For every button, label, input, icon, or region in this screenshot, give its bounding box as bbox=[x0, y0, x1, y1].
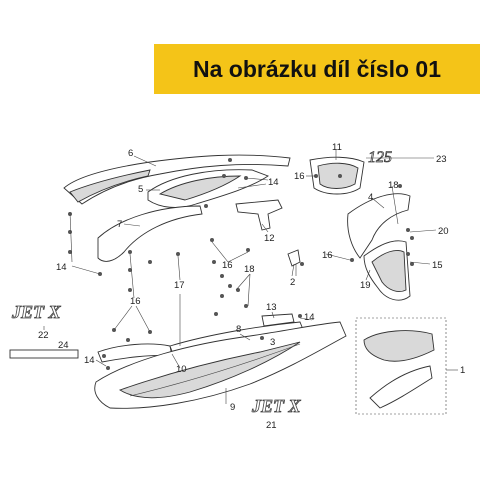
part-2-clip bbox=[287, 249, 301, 267]
part-1-box bbox=[355, 317, 447, 415]
badge-jet-x-bottom: JET X bbox=[251, 396, 302, 416]
callout-2: 2 bbox=[290, 277, 295, 288]
part-11-lens bbox=[317, 162, 359, 189]
callout-10: 10 bbox=[176, 364, 187, 375]
callout-20: 20 bbox=[438, 226, 449, 237]
title-banner: Na obrázku díl číslo 01 bbox=[154, 44, 480, 94]
fasteners bbox=[68, 158, 414, 370]
part-6-upper-rail bbox=[63, 154, 291, 205]
callout-1: 1 bbox=[460, 365, 465, 376]
part-7-mid-panel bbox=[97, 205, 203, 262]
part-24-strip bbox=[9, 349, 79, 359]
callout-16d: 16 bbox=[130, 296, 141, 307]
callout-6: 6 bbox=[128, 148, 133, 159]
part-1-lower bbox=[369, 365, 433, 409]
callout-5: 5 bbox=[138, 184, 143, 195]
callout-11: 11 bbox=[332, 142, 342, 153]
part-9-graphic bbox=[118, 341, 301, 399]
badge-125: 125 bbox=[368, 149, 392, 166]
badge-jet-x-left: JET X bbox=[11, 302, 62, 322]
callout-16c: 16 bbox=[222, 260, 233, 271]
callout-14a: 14 bbox=[268, 177, 279, 188]
callout-16a: 16 bbox=[294, 171, 305, 182]
exploded-parts-diagram: 125 JET X JET X bbox=[9, 142, 465, 431]
callout-23: 23 bbox=[436, 154, 447, 165]
callout-14c: 14 bbox=[304, 312, 315, 323]
part-19-shade bbox=[371, 250, 407, 293]
part-4-front-panel bbox=[347, 193, 411, 259]
callout-16b: 16 bbox=[322, 250, 333, 261]
callout-22: 22 bbox=[38, 330, 49, 341]
callout-4: 4 bbox=[368, 192, 373, 203]
callout-15: 15 bbox=[432, 260, 443, 271]
callout-18a: 18 bbox=[388, 180, 399, 191]
callout-17: 17 bbox=[174, 280, 185, 291]
part-12-bracket bbox=[235, 199, 283, 231]
callout-8: 8 bbox=[236, 324, 241, 335]
callout-12: 12 bbox=[264, 233, 275, 244]
callout-7: 7 bbox=[117, 219, 122, 230]
callout-13: 13 bbox=[266, 302, 277, 313]
leader-lines bbox=[43, 150, 458, 404]
part-1-upper bbox=[363, 330, 435, 362]
callout-18b: 18 bbox=[244, 264, 255, 275]
callout-9: 9 bbox=[230, 402, 235, 413]
callout-3: 3 bbox=[270, 337, 275, 348]
part-9-stripe bbox=[129, 343, 301, 397]
part-13-piece bbox=[261, 313, 295, 327]
part-6-inner-shade bbox=[69, 169, 151, 203]
callout-14d: 14 bbox=[84, 355, 95, 366]
callout-21: 21 bbox=[266, 420, 277, 431]
callout-14b: 14 bbox=[56, 262, 67, 273]
callout-19: 19 bbox=[360, 280, 371, 291]
banner-text: Na obrázku díl číslo 01 bbox=[193, 56, 441, 82]
part-5-shade bbox=[158, 175, 242, 201]
callout-24: 24 bbox=[58, 340, 69, 351]
